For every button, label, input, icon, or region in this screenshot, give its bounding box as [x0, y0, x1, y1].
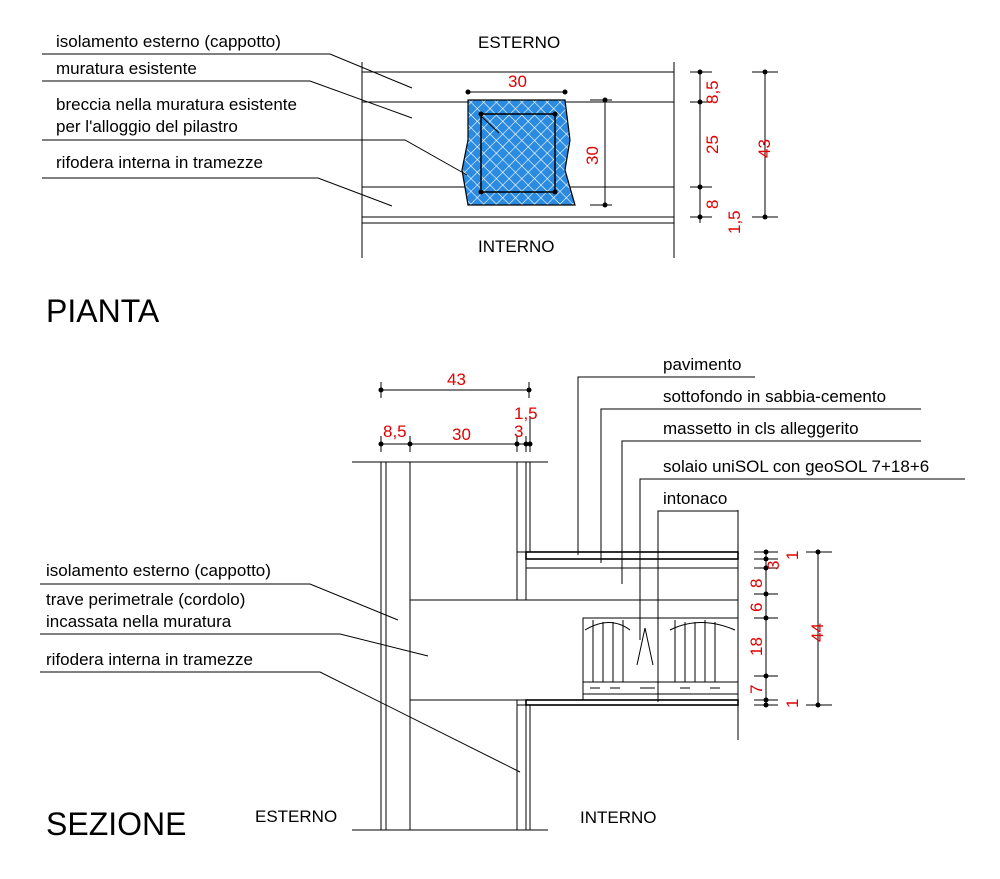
plan-dim-total: 43 — [755, 139, 774, 158]
section-exterior-label: ESTERNO — [255, 807, 337, 826]
section-dim-int: 3 — [514, 422, 523, 441]
plan-callout-lining: rifodera interna in tramezze — [56, 153, 263, 172]
section-wall-upper — [409, 461, 518, 601]
section-dim-d6: 7 — [747, 685, 766, 694]
plan-view: ESTERNO INTERNO 30 30 8,5 25 8 1,5 — [42, 32, 778, 329]
section-lining-lower — [516, 704, 527, 831]
plan-title: PIANTA — [46, 293, 160, 329]
plan-column — [461, 99, 576, 206]
section-dim-d7: 1 — [783, 699, 802, 708]
section-callout-intonaco: intonaco — [663, 489, 727, 508]
plan-exterior-label: ESTERNO — [478, 33, 560, 52]
section-dim-plaster: 1,5 — [514, 404, 538, 423]
plan-plaster — [361, 216, 675, 224]
section-callout-solaio: solaio uniSOL con geoSOL 7+18+6 — [663, 457, 929, 476]
section-dim-d2: 3 — [764, 561, 783, 570]
section-ceiling-plaster — [525, 699, 739, 706]
section-callout-insulation: isolamento esterno (cappotto) — [46, 561, 271, 580]
section-callout-pavimento: pavimento — [663, 355, 741, 374]
section-dim-d3: 8 — [747, 579, 766, 588]
section-lightweight-screed — [525, 567, 739, 601]
section-sand-cement-screed — [525, 558, 739, 569]
plan-dim-column-depth: 30 — [583, 146, 602, 165]
plan-dim-wall: 25 — [703, 135, 722, 154]
section-floor-finish — [525, 551, 739, 560]
section-title: SEZIONE — [46, 806, 186, 842]
section-wall-lower — [409, 699, 518, 831]
section-callout-lining: rifodera interna in tramezze — [46, 650, 253, 669]
plan-callout-insulation: isolamento esterno (cappotto) — [56, 32, 281, 51]
section-perimeter-beam — [409, 599, 739, 701]
section-dim-d4: 6 — [747, 603, 766, 612]
plan-callout-breach-2: per l'alloggio del pilastro — [56, 117, 238, 136]
plan-dim-column-width: 30 — [508, 72, 527, 91]
section-dim-d5: 18 — [747, 637, 766, 656]
section-dim-total-right: 44 — [808, 623, 827, 642]
plan-rebar-cage — [480, 113, 556, 193]
section-callout-sottofondo: sottofondo in sabbia-cemento — [663, 387, 886, 406]
plan-dim-ext: 8,5 — [703, 80, 722, 104]
section-slab-blocks — [582, 617, 739, 701]
section-dim-ext: 8,5 — [383, 422, 407, 441]
plan-callout-wall: muratura esistente — [56, 59, 197, 78]
section-callout-massetto: massetto in cls alleggerito — [663, 419, 859, 438]
plan-dim-int: 8 — [703, 200, 722, 209]
plan-callout-breach-1: breccia nella muratura esistente — [56, 95, 297, 114]
section-lining-upper — [516, 461, 527, 553]
section-dim-core: 30 — [452, 425, 471, 444]
section-interior-label: INTERNO — [580, 808, 657, 827]
plan-dim-plaster: 1,5 — [725, 210, 744, 234]
section-callout-beam-2: incassata nella muratura — [46, 612, 232, 631]
section-dim-total-top: 43 — [447, 370, 466, 389]
plan-interior-label: INTERNO — [478, 237, 555, 256]
section-dim-d1: 1 — [783, 551, 802, 560]
section-view: 43 1,5 8,5 30 3 1 3 8 6 18 7 1 — [40, 355, 965, 842]
section-callout-beam-1: trave perimetrale (cordolo) — [46, 590, 245, 609]
